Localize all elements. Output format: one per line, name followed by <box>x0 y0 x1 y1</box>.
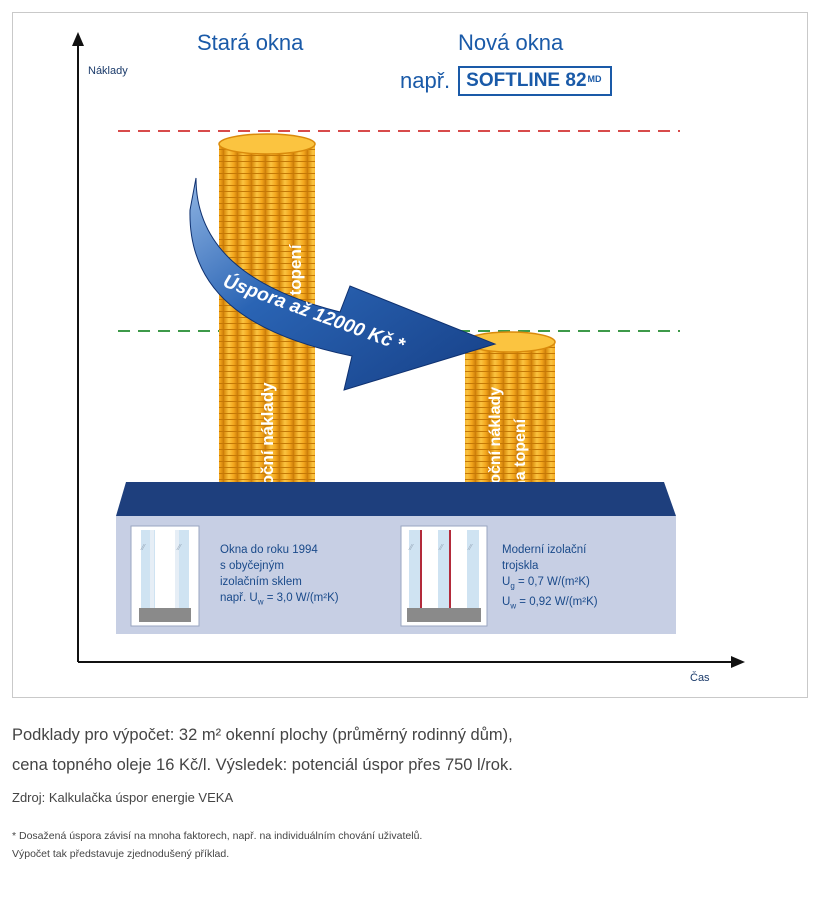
svg-text:⁄⁄: ⁄⁄ <box>438 543 444 552</box>
example-prefix: např. <box>400 68 451 93</box>
old-info-line3: izolačním sklem <box>220 576 302 588</box>
svg-text:roční náklady: roční náklady <box>487 387 504 490</box>
platform <box>116 482 676 634</box>
brand-sup: MD <box>587 74 602 84</box>
svg-text:⁄⁄: ⁄⁄ <box>467 543 473 552</box>
svg-text:na topení: na topení <box>512 418 529 490</box>
old-window-icon: ⁄⁄ ⁄⁄ <box>130 525 200 627</box>
new-coin-stack <box>464 331 556 505</box>
new-windows-title: Nová okna <box>458 30 564 55</box>
brand-name: SOFTLINE 82 <box>466 70 587 91</box>
y-axis-label: Náklady <box>88 65 128 77</box>
old-window-info: Okna do roku 1994 s obyčejným izolačním … <box>220 542 390 610</box>
source-note: Zdroj: Kalkulačka úspor energie VEKA <box>12 790 234 805</box>
new-window-info: Moderní izolační trojskla Ug = 0,7 W/(m²… <box>502 542 672 615</box>
brand-logo: SOFTLINE 82MD <box>458 66 612 96</box>
new-info-line1: Moderní izolační <box>502 544 587 556</box>
new-window-icon: ⁄⁄ ⁄⁄ ⁄⁄ <box>400 525 488 627</box>
x-axis-label: Čas <box>690 672 710 684</box>
new-info-line2: trojskla <box>502 560 539 572</box>
svg-text:⁄⁄: ⁄⁄ <box>140 543 146 552</box>
y-axis <box>72 32 84 662</box>
svg-text:⁄⁄: ⁄⁄ <box>408 543 414 552</box>
new-windows-subtitle: např. SOFTLINE 82MD <box>400 66 612 96</box>
new-info-line4: Uw = 0,92 W/(m²K) <box>502 596 598 611</box>
svg-text:⁄⁄: ⁄⁄ <box>176 543 182 552</box>
footnote-line1: * Dosažená úspora závisí na mnoha faktor… <box>12 830 423 842</box>
caption-line1: Podklady pro výpočet: 32 m² okenní ploch… <box>12 726 513 744</box>
diagram-frame <box>12 12 808 698</box>
svg-text:roční náklady: roční náklady <box>258 382 277 492</box>
new-info-line3: Ug = 0,7 W/(m²K) <box>502 576 590 591</box>
old-info-line2: s obyčejným <box>220 560 284 572</box>
x-axis <box>78 656 745 668</box>
old-windows-title: Stará okna <box>197 30 304 55</box>
old-info-line1: Okna do roku 1994 <box>220 544 318 556</box>
caption-line2: cena topného oleje 16 Kč/l. Výsledek: po… <box>12 756 513 774</box>
new-stack-label: roční náklady na topení <box>487 387 529 490</box>
old-info-line4: např. Uw = 3,0 W/(m²K) <box>220 592 339 607</box>
footnote-line2: Výpočet tak představuje zjednodušený pří… <box>12 848 230 860</box>
